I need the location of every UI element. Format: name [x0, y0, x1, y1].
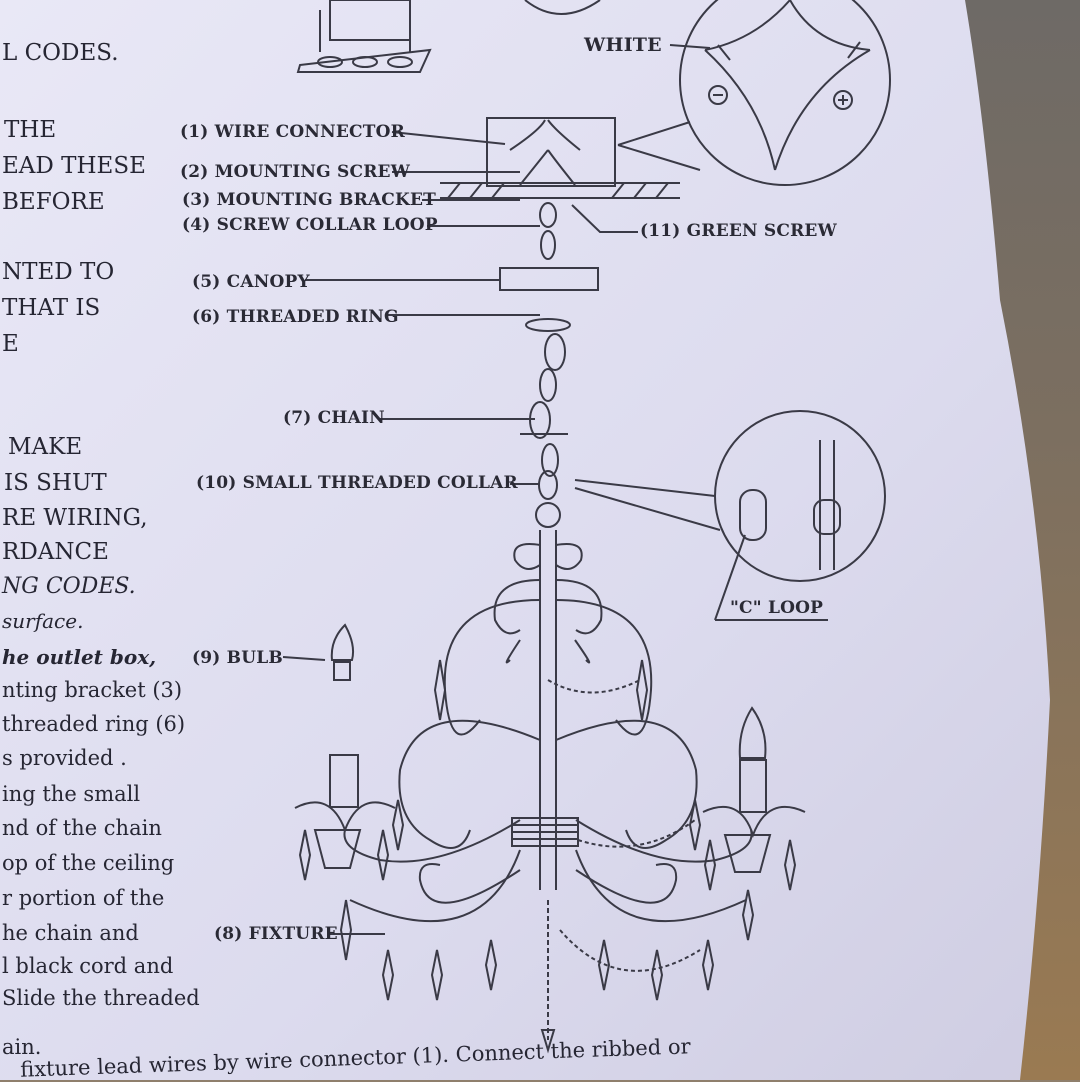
instruction-line: EAD THESE: [2, 153, 146, 179]
instruction-line: nting bracket (3): [2, 678, 183, 702]
label-canopy: (5) CANOPY: [192, 272, 310, 292]
label-white: WHITE: [584, 34, 662, 56]
label-c-loop: "C" LOOP: [730, 598, 824, 618]
instruction-line: nd of the chain: [2, 816, 162, 840]
instruction-line: THAT IS: [2, 295, 101, 321]
label-fixture: (8) FIXTURE: [214, 924, 338, 944]
label-bulb: (9) BULB: [192, 648, 283, 668]
label-wire-connector: (1) WIRE CONNECTOR: [180, 122, 405, 142]
label-green-screw: (11) GREEN SCREW: [640, 221, 837, 241]
instruction-line: he outlet box,: [2, 645, 157, 669]
instruction-line: RDANCE: [2, 539, 109, 565]
label-small-threaded-collar: (10) SMALL THREADED COLLAR: [196, 473, 518, 493]
label-screw-collar-loop: (4) SCREW COLLAR LOOP: [182, 215, 438, 235]
instruction-line: op of the ceiling: [2, 851, 175, 875]
instruction-line: surface.: [2, 609, 84, 633]
instruction-line: RE WIRING,: [2, 505, 148, 531]
instruction-line: MAKE: [8, 434, 83, 460]
instruction-line: THE: [4, 117, 57, 143]
instruction-line: he chain and: [2, 921, 139, 945]
instruction-line: E: [2, 331, 19, 357]
instruction-line: l black cord and: [2, 954, 174, 978]
label-chain: (7) CHAIN: [283, 408, 385, 428]
instruction-line: IS SHUT: [4, 470, 107, 496]
instruction-line: s provided .: [2, 746, 127, 770]
instruction-line: threaded ring (6): [2, 712, 186, 736]
instruction-line: L CODES.: [2, 40, 119, 66]
instruction-line: NTED TO: [2, 259, 115, 285]
label-threaded-ring: (6) THREADED RING: [192, 307, 399, 327]
instruction-line: BEFORE: [2, 189, 105, 215]
label-mounting-bracket: (3) MOUNTING BRACKET: [182, 190, 437, 210]
instruction-line: NG CODES.: [2, 574, 136, 599]
instruction-line: ing the small: [2, 782, 141, 806]
instruction-line: Slide the threaded: [2, 986, 200, 1010]
instruction-line: r portion of the: [2, 886, 165, 910]
instruction-line: ain.: [2, 1035, 42, 1059]
label-mounting-screw: (2) MOUNTING SCREW: [180, 162, 410, 182]
